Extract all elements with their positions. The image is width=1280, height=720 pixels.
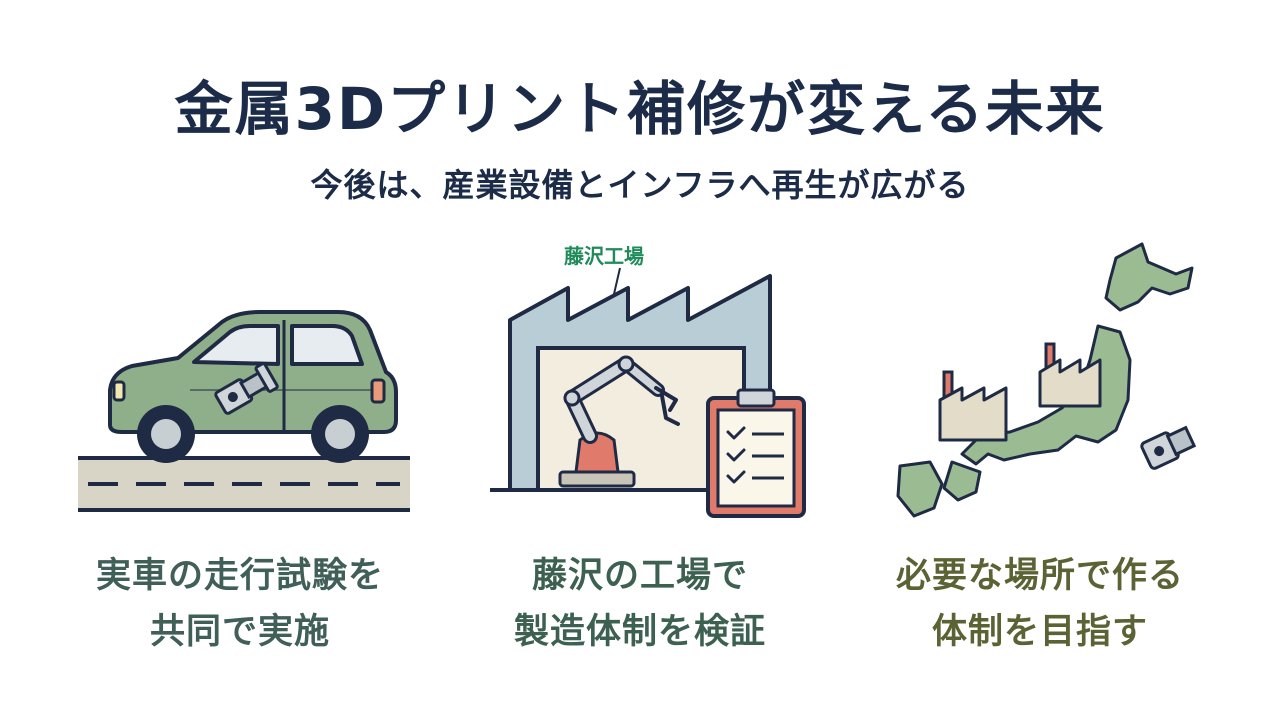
caption-line: 体制を目指す	[931, 612, 1148, 652]
page-subtitle: 今後は、産業設備とインフラへ再生が広がる	[310, 166, 970, 204]
caption-line: 共同で実施	[149, 612, 330, 652]
caption-line: 実車の走行試験を	[95, 556, 384, 596]
page-title: 金属3Dプリント補修が変える未来	[174, 75, 1106, 143]
car-test-illustration	[78, 310, 410, 512]
caption-factory: 藤沢の工場で 製造体制を検証	[430, 548, 850, 660]
panel-japan-map	[880, 240, 1210, 530]
factory-illustration	[490, 267, 806, 518]
panel-car-test	[70, 240, 420, 530]
car-icon	[108, 310, 398, 463]
japan-map-illustration	[896, 242, 1197, 518]
factory-icon	[938, 370, 1008, 442]
caption-japan-map: 必要な場所で作る 体制を目指す	[830, 548, 1250, 660]
caption-car-test: 実車の走行試験を 共同で実施	[30, 548, 450, 660]
clipboard-checklist-icon	[706, 388, 806, 518]
japan-map-icon	[896, 242, 1194, 518]
repaired-part-icon	[1140, 425, 1197, 470]
caption-line: 藤沢の工場で	[531, 556, 748, 596]
road-icon	[78, 456, 410, 512]
caption-line: 製造体制を検証	[513, 612, 766, 652]
panel-factory	[480, 240, 820, 530]
factory-icon	[1038, 342, 1102, 408]
caption-line: 必要な場所で作る	[895, 556, 1184, 596]
robot-arm-icon	[558, 355, 680, 488]
factory-label: 藤沢工場	[564, 244, 644, 268]
repaired-part-icon	[214, 362, 279, 415]
